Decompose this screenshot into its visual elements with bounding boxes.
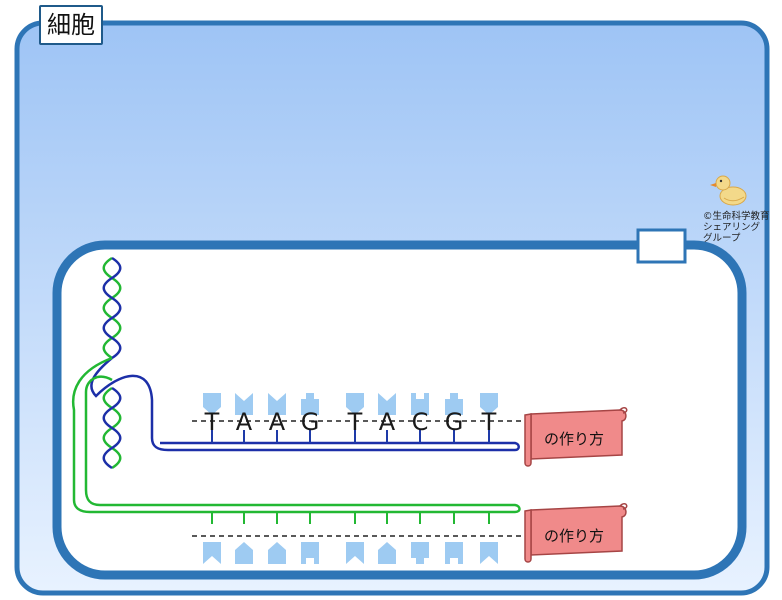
- helix-green-strand: [102, 256, 122, 360]
- lower-scroll: の作り方: [524, 503, 628, 563]
- helix-blue-strand-lower: [102, 386, 122, 470]
- lower-base-shape-C: [301, 542, 319, 564]
- upper-scroll: の作り方: [524, 407, 628, 467]
- upper-base-shape-G: [301, 393, 319, 415]
- lower-base-shape-A: [480, 542, 498, 564]
- upper-base-shape-T: [203, 393, 221, 415]
- upper-base-letter: G: [445, 408, 464, 436]
- upper-base-shape-T: [346, 393, 364, 415]
- upper-base-shape-C: [411, 393, 429, 415]
- upper-base-shape-T: [480, 393, 498, 415]
- credit-line-1: ©生命科学教育: [703, 211, 770, 222]
- upper-base-letter: G: [301, 408, 320, 436]
- helix-blue-strand: [102, 256, 122, 360]
- upper-base-shape-A: [235, 393, 253, 415]
- nucleus: [52, 240, 747, 580]
- lower-base-shape-G: [411, 542, 429, 564]
- lower-base-shape-C: [445, 542, 463, 564]
- credit-line-2: シェアリング: [703, 222, 761, 233]
- lower-base-shape-A: [203, 542, 221, 564]
- lower-base-sequence: [203, 512, 498, 564]
- lower-base-shape-T: [235, 542, 253, 564]
- upper-base-letter: C: [412, 408, 429, 436]
- upper-scroll-label: の作り方: [544, 430, 604, 448]
- cell-label: 細胞: [39, 5, 103, 45]
- dna-double-helix: [102, 256, 122, 470]
- upper-base-shape-A: [378, 393, 396, 415]
- lower-base-shape-A: [346, 542, 364, 564]
- upper-base-letter: A: [236, 408, 253, 436]
- duck-mascot-icon: [710, 175, 747, 206]
- upper-base-letter: T: [481, 408, 497, 436]
- credit-text: ©生命科学教育 シェアリング グループ: [703, 211, 770, 244]
- upper-base-letter: T: [347, 408, 363, 436]
- upper-base-shape-G: [445, 393, 463, 415]
- upper-dna-strand: [90, 357, 520, 452]
- upper-base-letter: A: [269, 408, 286, 436]
- upper-base-letter: A: [379, 408, 396, 436]
- lower-dna-strand: [71, 356, 521, 514]
- credit-line-3: グループ: [703, 233, 741, 244]
- lower-scroll-label: の作り方: [544, 527, 604, 545]
- lower-base-shape-T: [378, 542, 396, 564]
- nuclear-pore: [636, 228, 687, 264]
- lower-base-shape-T: [268, 542, 286, 564]
- upper-base-shape-A: [268, 393, 286, 415]
- upper-base-letter: T: [204, 408, 220, 436]
